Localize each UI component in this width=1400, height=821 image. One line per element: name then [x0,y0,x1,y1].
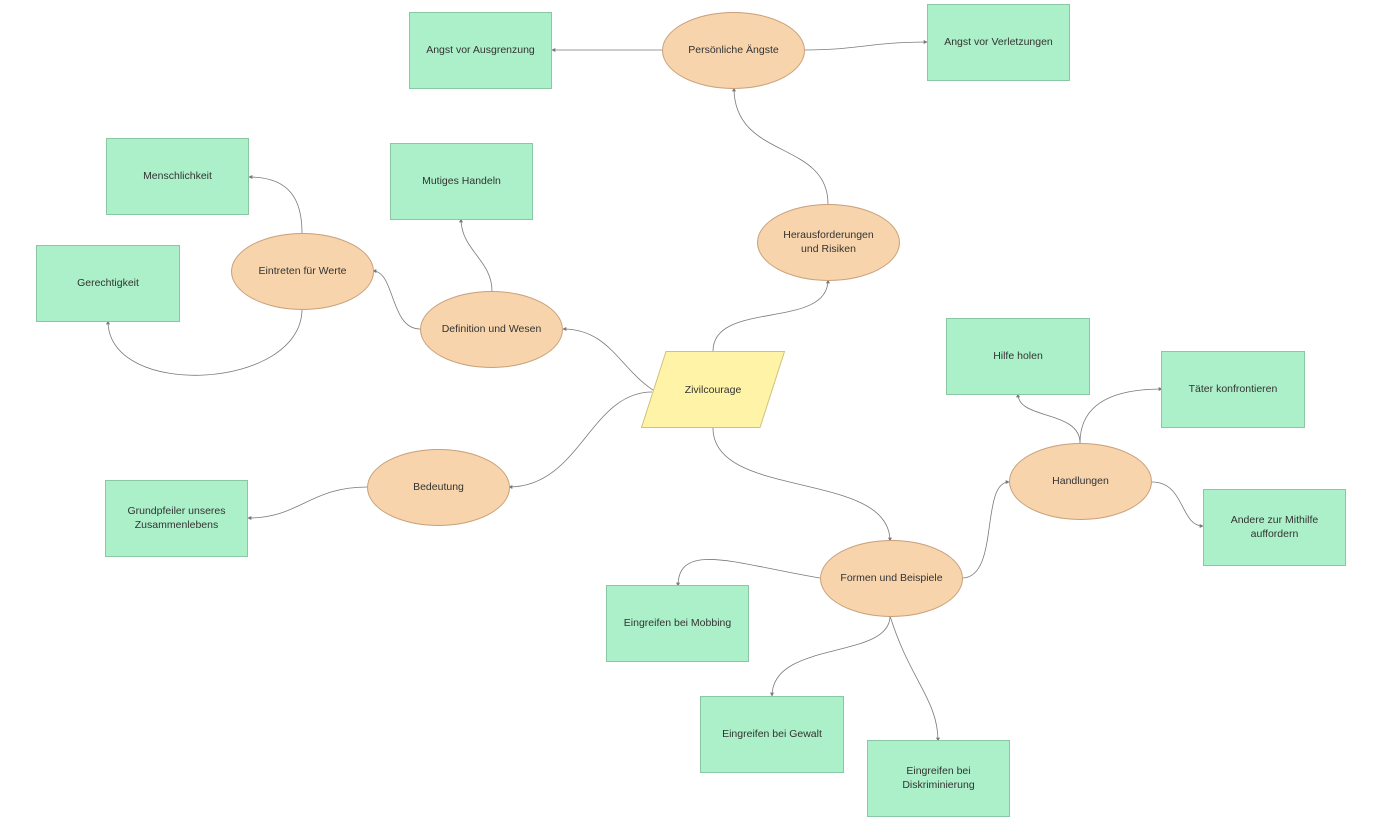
edge-handlungen-hilfe [1016,393,1081,444]
leaf-eingreifen-diskriminierung[interactable]: Eingreifen bei Diskriminierung [867,740,1010,817]
edge-definition-mutiges-handeln [459,218,493,292]
edge-eintreten-menschlichkeit [248,175,303,234]
leaf-angst-vor-ausgrenzung[interactable]: Angst vor Ausgrenzung [409,12,552,89]
edge-root-herausforderungen [712,279,830,352]
branch-persoenliche-aengste[interactable]: Persönliche Ängste [662,12,805,89]
leaf-hilfe-holen[interactable]: Hilfe holen [946,318,1090,395]
edge-formen-diskriminierung [889,615,940,742]
edge-formen-handlungen [961,480,1010,579]
branch-handlungen[interactable]: Handlungen [1009,443,1152,520]
edge-handlungen-mithilfe [1151,481,1204,528]
leaf-andere-zur-mithilfe[interactable]: Andere zur Mithilfe auffordern [1203,489,1346,566]
leaf-eingreifen-gewalt[interactable]: Eingreifen bei Gewalt [700,696,844,773]
edge-aengste-verletzungen [803,40,928,51]
edge-bedeutung-grundpfeiler [247,486,368,520]
leaf-gerechtigkeit[interactable]: Gerechtigkeit [36,245,180,322]
branch-eintreten-fuer-werte[interactable]: Eintreten für Werte [231,233,374,310]
leaf-menschlichkeit[interactable]: Menschlichkeit [106,138,249,215]
edge-definition-eintreten [372,269,421,330]
edge-root-bedeutung [508,391,653,489]
leaf-eingreifen-mobbing[interactable]: Eingreifen bei Mobbing [606,585,749,662]
leaf-angst-vor-verletzungen[interactable]: Angst vor Verletzungen [927,4,1070,81]
branch-herausforderungen[interactable]: Herausforderungen und Risiken [757,204,900,281]
edge-root-formen [712,427,892,542]
leaf-grundpfeiler[interactable]: Grundpfeiler unseres Zusammenlebens [105,480,248,557]
edge-formen-gewalt [770,615,891,697]
edge-handlungen-taeter [1079,387,1163,444]
leaf-mutiges-handeln[interactable]: Mutiges Handeln [390,143,533,220]
branch-bedeutung[interactable]: Bedeutung [367,449,510,526]
root-node-zivilcourage[interactable]: Zivilcourage [641,351,785,428]
root-label: Zivilcourage [684,383,742,396]
branch-definition-und-wesen[interactable]: Definition und Wesen [420,291,563,368]
edge-herausforderungen-aengste [732,87,829,205]
branch-formen-und-beispiele[interactable]: Formen und Beispiele [820,540,963,617]
leaf-taeter-konfrontieren[interactable]: Täter konfrontieren [1161,351,1305,428]
parallelogram-shape [641,351,785,428]
edge-formen-mobbing [676,559,821,587]
